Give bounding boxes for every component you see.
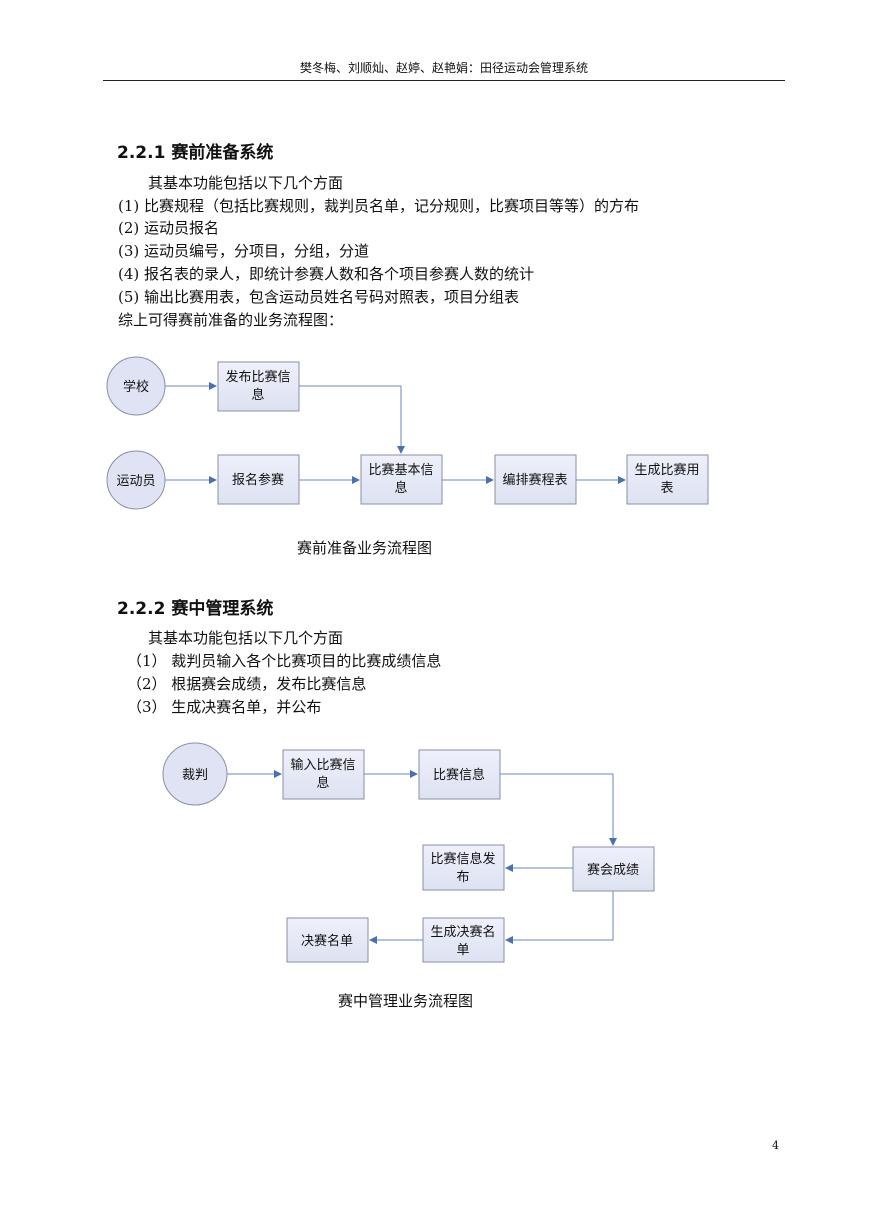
publish-info-label: 息 (251, 387, 264, 403)
page-number: 4 (772, 1139, 779, 1152)
generate-tables-label: 表 (660, 481, 673, 496)
section1-summary: 综上可得赛前准备的业务流程图： (118, 311, 344, 329)
section1-item: (3) 运动员编号，分项目，分组，分道 (118, 242, 370, 260)
section1-item: (4) 报名表的录人，即统计参赛人数和各个项目参赛人数的统计 (118, 265, 535, 283)
generate-tables-label: 生成比赛用 (634, 462, 699, 478)
generate-final-list-label: 生成决赛名 (430, 924, 495, 940)
diagram2-caption: 赛中管理业务流程图 (338, 992, 474, 1010)
pre-competition-flowchart: 学校 运动员 发布比赛信 息 报名参赛 比赛基本信 息 编排赛程表 生成比赛用 … (106, 356, 709, 510)
meet-results-box (572, 846, 655, 892)
in-competition-flowchart: 裁判 输入比赛信 息 比赛信息 赛会成绩 比赛信息发 布 生成决赛名 单 决赛名… (162, 742, 655, 963)
generate-tables-box (626, 454, 709, 505)
input-info-box (282, 749, 365, 800)
release-info-box (422, 844, 505, 891)
section-title-in-competition: 2.2.2 赛中管理系统 (117, 599, 274, 619)
match-info-label: 比赛信息 (433, 767, 485, 783)
input-info-label: 输入比赛信 (290, 757, 355, 773)
page-header: 樊冬梅、刘顺灿、赵婷、赵艳娟：田径运动会管理系统 (103, 56, 785, 81)
section2-item: （2） 根据赛会成绩，发布比赛信息 (127, 675, 367, 693)
referee-label: 裁判 (182, 767, 208, 783)
generate-final-list-box (422, 917, 505, 963)
schedule-label: 编排赛程表 (502, 472, 567, 488)
basic-info-label: 息 (394, 480, 407, 496)
register-box (217, 454, 300, 505)
final-list-label: 决赛名单 (301, 933, 353, 949)
arrow (505, 891, 614, 944)
release-info-label: 布 (456, 870, 469, 885)
diagram1-caption: 赛前准备业务流程图 (297, 539, 433, 557)
generate-final-list-label: 单 (456, 943, 469, 958)
section1-item: (1) 比赛规程（包括比赛规则，裁判员名单，记分规则，比赛项目等等）的方布 (118, 197, 640, 215)
school-label: 学校 (123, 379, 149, 395)
final-list-box (286, 917, 369, 963)
release-info-label: 比赛信息发 (430, 851, 495, 867)
section1-item: (2) 运动员报名 (118, 219, 220, 237)
section-title-pre-competition: 2.2.1 赛前准备系统 (117, 143, 274, 163)
section1-item: (5) 输出比赛用表，包含运动员姓名号码对照表，项目分组表 (118, 288, 520, 306)
basic-info-label: 比赛基本信 (368, 462, 433, 478)
publish-info-box (217, 361, 300, 412)
athlete-label: 运动员 (116, 474, 155, 489)
arrow (299, 385, 405, 454)
section2-item: （3） 生成决赛名单，并公布 (127, 698, 322, 716)
basic-info-box (360, 454, 443, 505)
register-label: 报名参赛 (232, 472, 284, 488)
meet-results-label: 赛会成绩 (587, 862, 639, 878)
publish-info-label: 发布比赛信 (225, 369, 290, 385)
section1-intro: 其基本功能包括以下几个方面 (148, 174, 344, 192)
section2-item: （1） 裁判员输入各个比赛项目的比赛成绩信息 (127, 652, 442, 670)
section2-intro: 其基本功能包括以下几个方面 (148, 629, 344, 647)
match-info-box (418, 749, 501, 800)
arrow (500, 773, 617, 846)
input-info-label: 息 (316, 775, 329, 791)
